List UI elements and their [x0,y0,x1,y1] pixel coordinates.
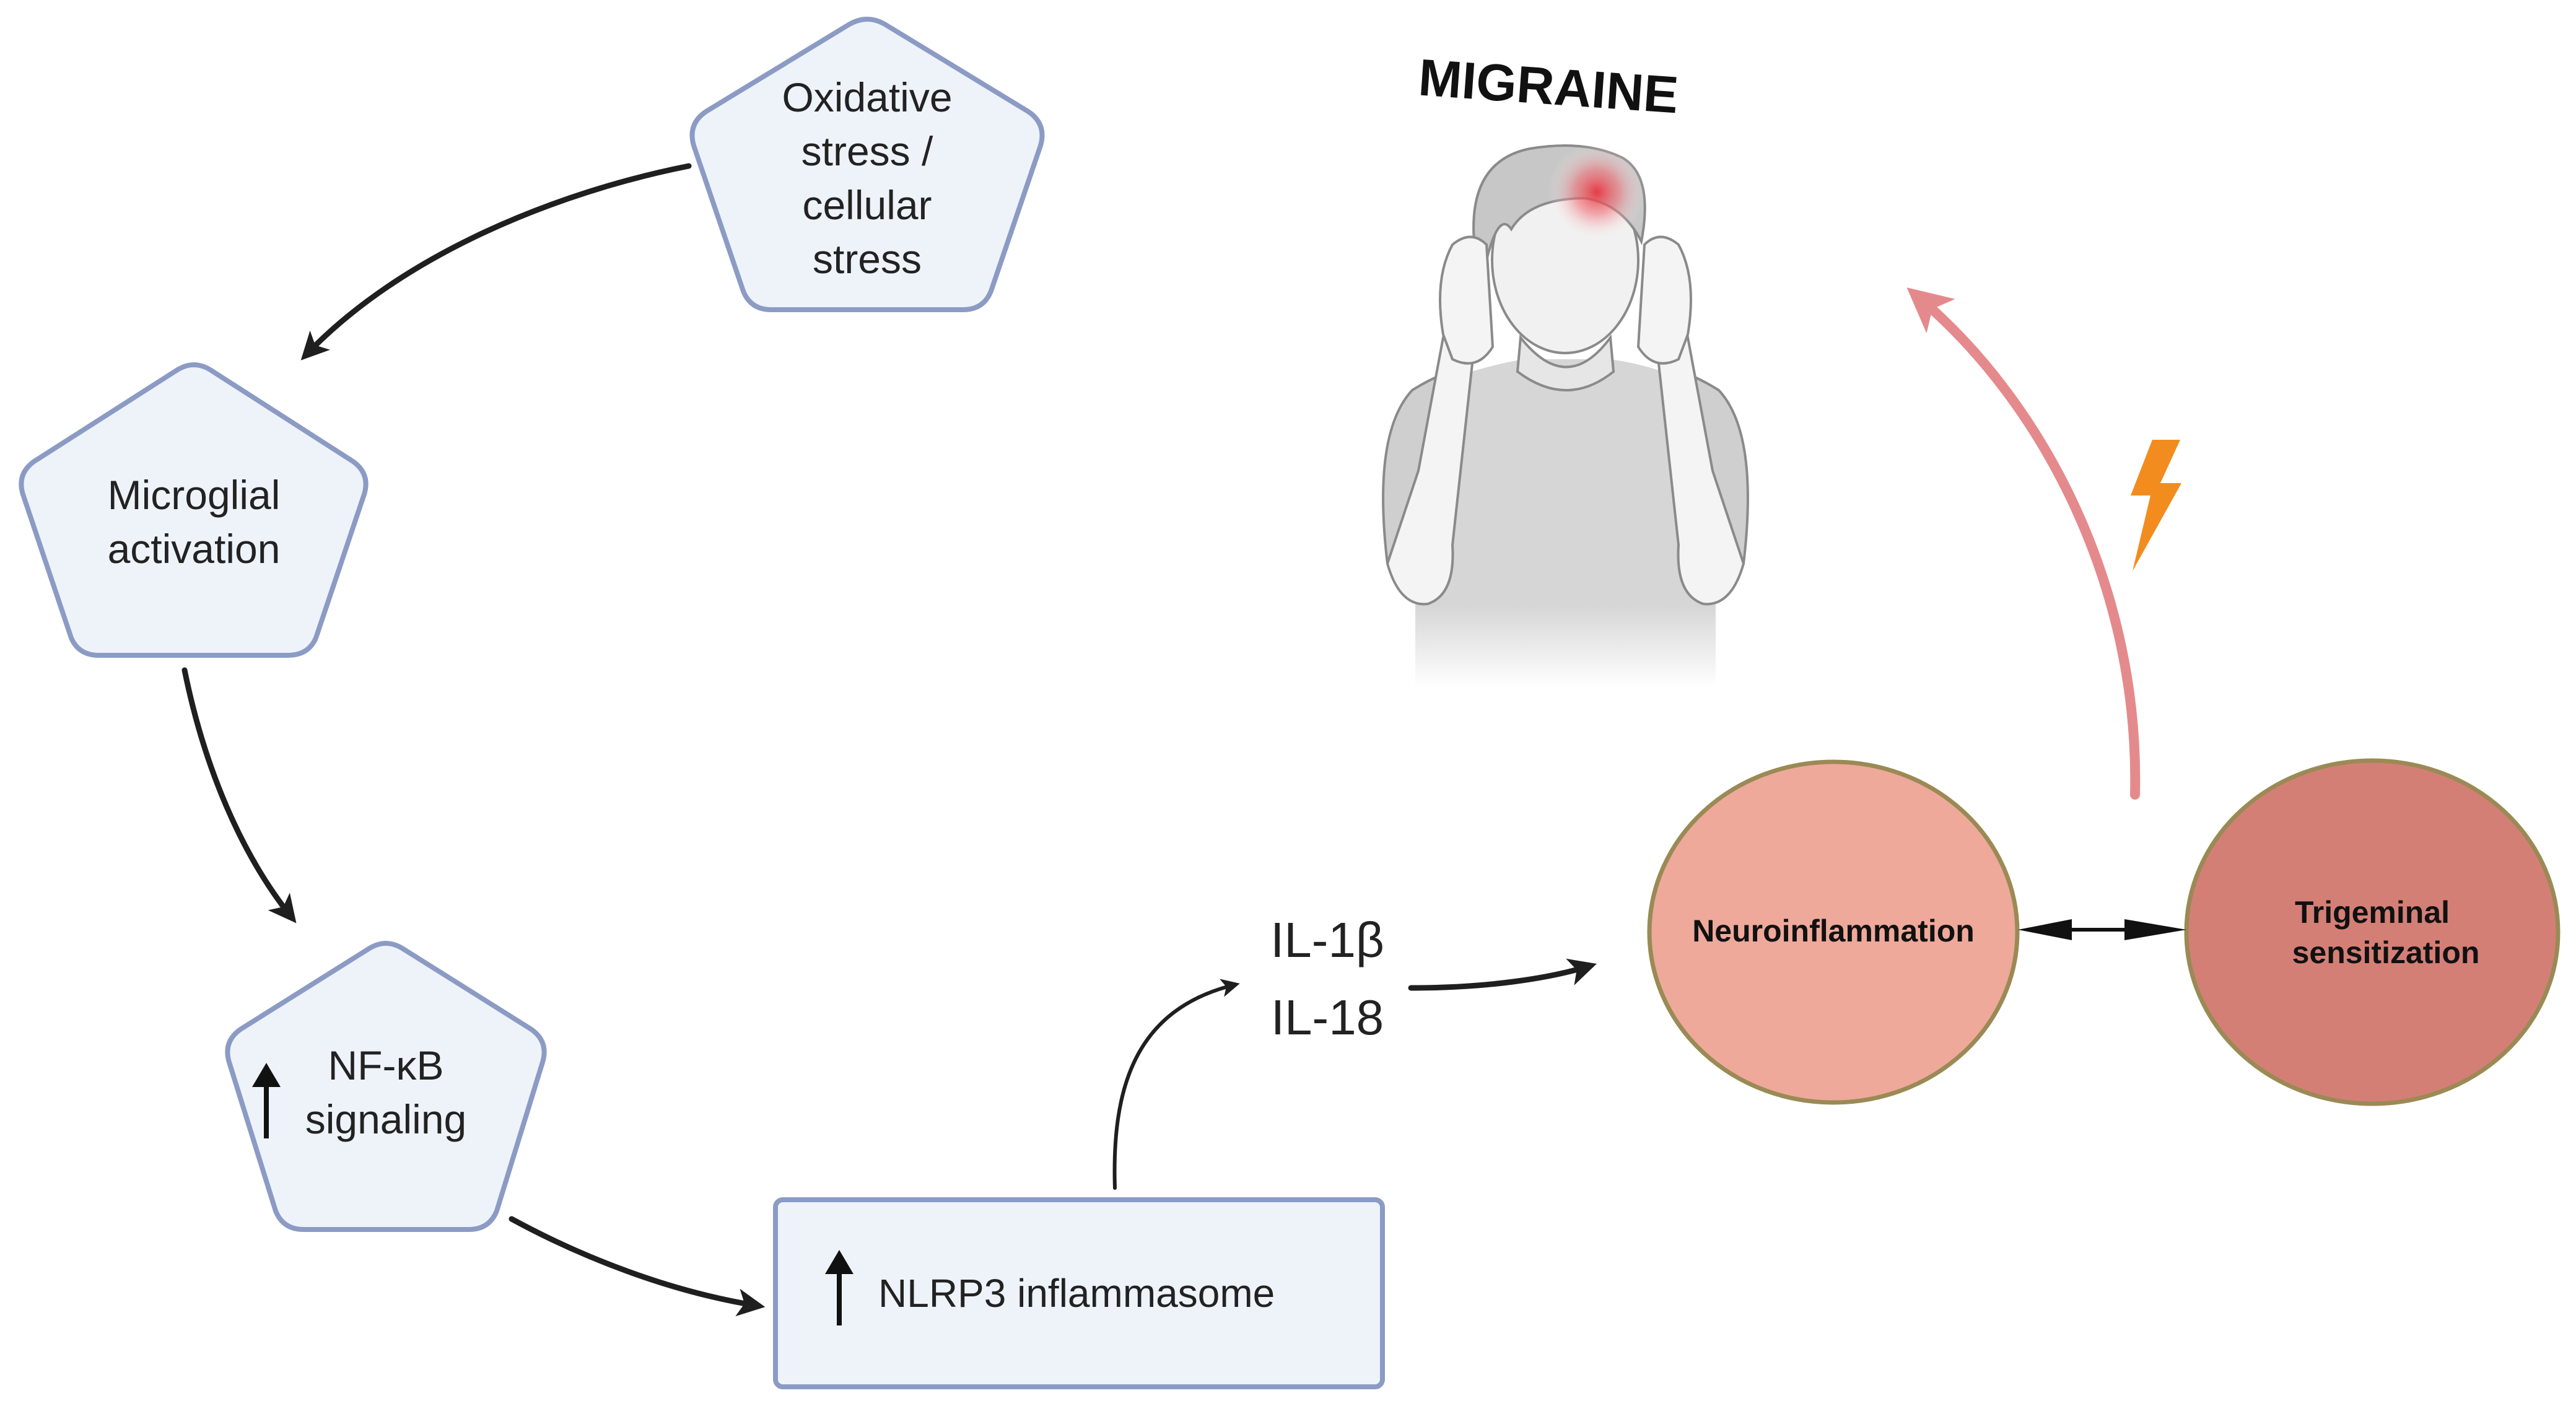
arrow-cytokines-to-neuroinflammation [1408,958,1597,991]
microglial-activation-line-1: Microglial [108,472,281,518]
cytokine-il1b: IL-1β [1270,912,1384,967]
arrow-nfkb-to-nlrp3 [509,1216,766,1317]
up-arrow-icon [825,1250,854,1325]
nlrp3-inflammasome-label: NLRP3 inflammasome [878,1271,1275,1316]
lightning-bolt-icon [2131,440,2181,571]
oxidative-stress-line-2: stress / [801,128,933,174]
nfkb-signaling-line-2: signaling [305,1096,467,1142]
oxidative-stress-line-1: Oxidative [782,74,952,120]
neuroinflammation-node: Neuroinflammation [1647,759,2020,1105]
oxidative-stress-line-3: cellular [802,182,932,228]
microglial-activation-pentagon [19,362,369,658]
cytokine-il18: IL-18 [1271,990,1384,1045]
pain-glow-icon [1547,142,1646,242]
oxidative-stress-line-4: stress [813,236,922,282]
trigeminal-sensitization-line-2: sensitization [2292,935,2480,970]
cytokines-group: IL-1β IL-18 [1270,912,1384,1045]
trigeminal-sensitization-line-1: Trigeminal [2295,895,2450,930]
arrow-microglial-to-nfkb [181,667,297,924]
microglial-activation-node: Microglial activation [19,362,369,658]
oxidative-stress-pentagon [689,17,1045,312]
neuroinflammation-circle [1647,759,2020,1105]
microglial-activation-line-2: activation [108,526,281,572]
trigeminal-sensitization-circle [2184,758,2561,1106]
neuroinflammation-label: Neuroinflammation [1692,914,1975,948]
nlrp3-inflammasome-node: NLRP3 inflammasome [773,1197,1385,1389]
nlrp3-inflammasome-box [773,1197,1385,1389]
migraine-title: MIGRAINE [1417,48,1680,124]
migraine-group: MIGRAINE [1382,48,1749,688]
up-arrow-icon [252,1063,281,1138]
arrow-nlrp3-to-cytokines [1112,979,1240,1190]
nfkb-signaling-line-1: NF-κB [328,1042,444,1088]
arrow-to-migraine [1906,287,2141,800]
nfkb-signaling-node: NF-κB signaling [225,941,547,1232]
nfkb-signaling-pentagon [225,941,547,1232]
arrow-oxidative-to-microglial [300,163,692,360]
bidirectional-arrow [2018,919,2186,940]
oxidative-stress-node: Oxidative stress / cellular stress [689,17,1045,312]
trigeminal-sensitization-node: Trigeminal sensitization [2184,758,2561,1106]
